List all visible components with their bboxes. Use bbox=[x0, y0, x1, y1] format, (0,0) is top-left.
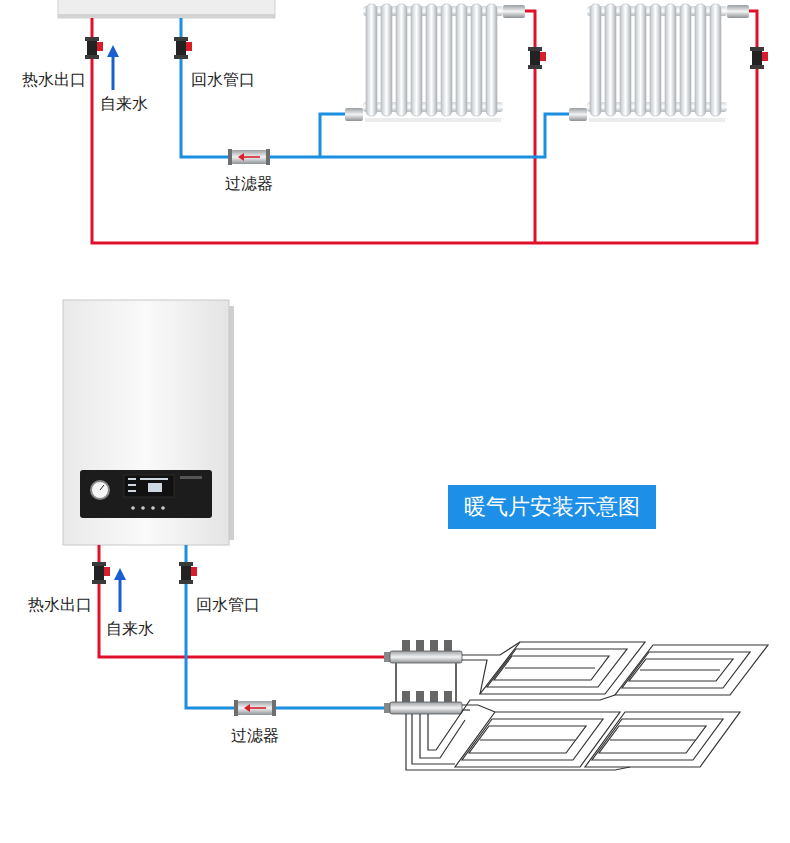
manifold-valve bbox=[416, 640, 424, 651]
manifold-valve bbox=[430, 691, 438, 702]
manifold-bar bbox=[390, 702, 462, 714]
pipe-label: 过滤器 bbox=[225, 174, 273, 194]
pipe-label: 热水出口 bbox=[28, 595, 92, 615]
manifold-valve bbox=[430, 640, 438, 651]
panel-button bbox=[151, 506, 155, 510]
banner-text: 暖气片安装示意图 bbox=[464, 493, 640, 521]
lcd-screen bbox=[124, 475, 174, 497]
pipe-label: 自来水 bbox=[106, 619, 154, 639]
floor-coil bbox=[462, 719, 603, 760]
radiator bbox=[569, 4, 749, 122]
pipe-label: 过滤器 bbox=[231, 726, 279, 746]
manifold-valve bbox=[444, 640, 452, 651]
floor-coil bbox=[455, 712, 620, 767]
manifold-bar bbox=[390, 651, 462, 663]
floor-coil bbox=[480, 739, 575, 740]
lcd-segment bbox=[148, 483, 162, 492]
water-inlet-arrow-head bbox=[114, 568, 126, 580]
panel-button bbox=[141, 506, 145, 510]
lcd-segment bbox=[128, 484, 136, 486]
radiator bbox=[345, 4, 525, 122]
hot-pipe bbox=[525, 11, 535, 243]
floor-coil bbox=[469, 726, 586, 753]
valve bbox=[750, 47, 768, 69]
boiler-housing bbox=[63, 300, 229, 545]
floor-coil bbox=[585, 712, 740, 767]
valve bbox=[528, 47, 546, 69]
floor-coil bbox=[494, 656, 609, 680]
water-inlet-arrow bbox=[119, 579, 122, 612]
manifold-valve bbox=[444, 691, 452, 702]
floor-coil bbox=[629, 659, 733, 681]
floor-coil bbox=[599, 726, 706, 753]
floor-coil bbox=[487, 649, 627, 687]
boiler-edge bbox=[58, 14, 275, 18]
filter bbox=[228, 149, 270, 165]
lcd-segment bbox=[140, 478, 168, 480]
manifold-bracket bbox=[395, 663, 397, 702]
manifold-valve bbox=[416, 691, 424, 702]
return-pipe bbox=[186, 545, 388, 708]
floor-coil bbox=[640, 669, 720, 670]
gauge-needle bbox=[100, 485, 104, 490]
floor-coil bbox=[592, 719, 723, 760]
pressure-gauge bbox=[91, 481, 109, 499]
valve bbox=[174, 37, 192, 59]
filter bbox=[234, 700, 276, 716]
lcd-segment bbox=[128, 490, 136, 492]
valve bbox=[179, 562, 197, 584]
floor-coil bbox=[480, 642, 645, 694]
lcd-segment bbox=[128, 478, 136, 480]
heating-lead bbox=[462, 705, 495, 712]
pipe-label: 回水管口 bbox=[196, 595, 260, 615]
floor-coil bbox=[505, 667, 595, 668]
title-banner: 暖气片安装示意图 bbox=[448, 485, 656, 529]
manifold-bracket bbox=[455, 663, 457, 702]
floor-coil bbox=[615, 645, 768, 695]
valve bbox=[85, 37, 103, 59]
return-pipe bbox=[320, 114, 345, 157]
water-inlet-arrow-head bbox=[107, 45, 119, 57]
brand-mark bbox=[180, 476, 202, 479]
pipe-label: 自来水 bbox=[100, 94, 148, 114]
heating-lead bbox=[412, 714, 455, 764]
valve bbox=[92, 562, 110, 584]
water-inlet-arrow bbox=[112, 56, 115, 90]
floor-coil bbox=[610, 739, 695, 740]
pipe-label: 回水管口 bbox=[191, 70, 255, 90]
manifold-valve bbox=[402, 691, 410, 702]
floor-coil bbox=[622, 652, 750, 688]
hot-pipe bbox=[99, 545, 388, 657]
panel-button bbox=[131, 506, 135, 510]
boiler-housing bbox=[58, 0, 275, 18]
heating-lead bbox=[420, 714, 465, 758]
manifold-valve bbox=[402, 640, 410, 651]
pipe-label: 热水出口 bbox=[22, 70, 86, 90]
heating-lead bbox=[406, 714, 630, 770]
panel-button bbox=[161, 506, 165, 510]
control-panel bbox=[80, 470, 212, 518]
